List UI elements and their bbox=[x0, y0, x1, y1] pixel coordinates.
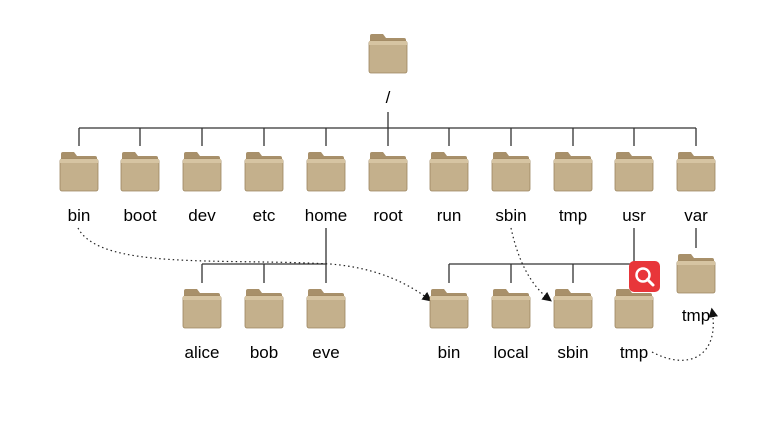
dir-usr-tmp-label: tmp bbox=[619, 343, 649, 362]
dir-usr-sbin-label: sbin bbox=[557, 343, 589, 362]
search-icon[interactable] bbox=[629, 261, 660, 292]
folder-icon[interactable] bbox=[244, 150, 284, 192]
folder-icon[interactable] bbox=[120, 150, 160, 192]
folder-icon[interactable] bbox=[614, 287, 654, 329]
dir-bin-label: bin bbox=[67, 206, 91, 225]
dir-usr-bin-label: bin bbox=[437, 343, 461, 362]
dir-etc-label: etc bbox=[252, 206, 276, 225]
symlink-arrow-usr-tmp-to-var-tmp bbox=[651, 307, 718, 361]
tree-connectors bbox=[78, 112, 697, 283]
dir-home-eve-label: eve bbox=[312, 343, 340, 362]
folder-icon[interactable] bbox=[614, 150, 654, 192]
dir-root-label: root bbox=[373, 206, 403, 225]
dir-boot-label: boot bbox=[123, 206, 157, 225]
dir-var-tmp-label: tmp bbox=[681, 306, 711, 325]
symlink-arrow-bin-to-usr-bin bbox=[77, 227, 432, 302]
folder-icon[interactable] bbox=[553, 150, 593, 192]
folder-icon[interactable] bbox=[429, 150, 469, 192]
folder-icon[interactable] bbox=[491, 150, 531, 192]
folder-icon[interactable] bbox=[306, 287, 346, 329]
folder-icon[interactable] bbox=[429, 287, 469, 329]
symlink-arrows bbox=[77, 227, 718, 361]
dir-home-alice-label: alice bbox=[184, 343, 220, 362]
folder-icon[interactable] bbox=[244, 287, 284, 329]
dir-run-label: run bbox=[436, 206, 462, 225]
folder-icon[interactable] bbox=[182, 150, 222, 192]
dir-usr-label: usr bbox=[622, 206, 646, 225]
dir-dev-label: dev bbox=[188, 206, 216, 225]
folder-icon[interactable] bbox=[59, 150, 99, 192]
folder-icon[interactable] bbox=[676, 252, 716, 294]
dir-home-bob-label: bob bbox=[249, 343, 279, 362]
folder-icon[interactable] bbox=[182, 287, 222, 329]
dir-sbin-label: sbin bbox=[495, 206, 527, 225]
folder-icon[interactable] bbox=[553, 287, 593, 329]
folder-icon[interactable] bbox=[676, 150, 716, 192]
dir-var-label: var bbox=[684, 206, 708, 225]
folder-icon[interactable] bbox=[306, 150, 346, 192]
dir-tmp-label: tmp bbox=[558, 206, 588, 225]
folder-icon[interactable] bbox=[368, 32, 408, 74]
dir-home-label: home bbox=[304, 206, 348, 225]
folder-icon[interactable] bbox=[491, 287, 531, 329]
root-dir-label: / bbox=[385, 88, 391, 107]
dir-usr-local-label: local bbox=[493, 343, 529, 362]
symlink-arrow-sbin-to-usr-sbin bbox=[510, 227, 552, 302]
folder-icon[interactable] bbox=[368, 150, 408, 192]
